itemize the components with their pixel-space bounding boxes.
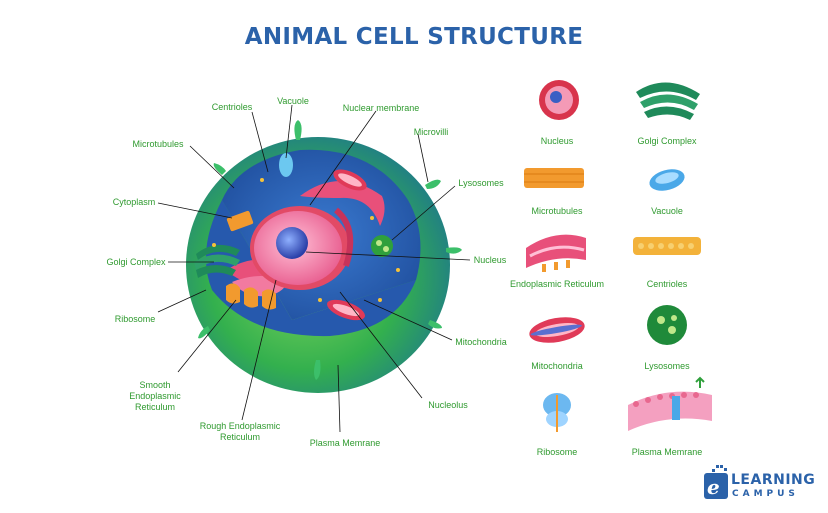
microvilli-group	[198, 120, 462, 380]
plasma-membrane-icon	[628, 376, 712, 431]
golgi-shape	[194, 244, 240, 278]
animal-cell	[186, 120, 462, 393]
mitochondria-shapes	[327, 169, 367, 321]
panel-label-nucleus: Nucleus	[540, 136, 574, 146]
panel-label-ribosome: Ribosome	[536, 447, 578, 457]
ribosome-dots	[212, 178, 400, 302]
label-nucleus: Nucleus	[473, 255, 507, 265]
logo-dots-icon	[712, 465, 727, 472]
logo-line1: LEARNING	[731, 472, 816, 488]
mitochondria-icon	[529, 317, 585, 343]
label-mitochondria: Mitochondria	[455, 337, 507, 347]
label-ribosome: Ribosome	[114, 314, 156, 324]
page-title: ANIMAL CELL STRUCTURE	[244, 24, 584, 50]
golgi-complex-icon	[636, 82, 700, 120]
label-vacuole: Vacuole	[277, 96, 309, 106]
panel-label-golgi-complex: Golgi Complex	[637, 136, 697, 146]
endoplasmic-reticulum-icon	[526, 234, 586, 272]
panel-label-endoplasmic-reticulum: Endoplasmic Reticulum	[509, 279, 605, 289]
label-smooth-er: Smooth Endoplasmic Reticulum	[129, 380, 181, 413]
lysosomes-icon	[647, 305, 687, 345]
panel-label-lysosomes: Lysosomes	[644, 361, 690, 371]
panel-label-centrioles: Centrioles	[646, 279, 688, 289]
vacuole-shape	[279, 153, 293, 177]
vacuole-icon	[649, 169, 685, 191]
label-rough-er-line1: Rough Endoplasmic	[199, 421, 281, 431]
label-lysosomes: Lysosomes	[458, 178, 504, 188]
centrioles-icon	[633, 237, 701, 255]
panel-label-mitochondria: Mitochondria	[531, 361, 583, 371]
label-plasma-membrane: Plasma Memrane	[309, 438, 381, 448]
microtubule-shape	[226, 210, 254, 232]
logo-e-letter: e	[707, 475, 720, 499]
label-rough-er: Rough Endoplasmic Reticulum	[200, 421, 281, 443]
leader-lines	[157, 104, 471, 433]
cytoplasm-lower	[205, 200, 416, 337]
ribosome-icon	[543, 393, 571, 432]
panel-icons	[524, 80, 712, 432]
panel-label-microtubules: Microtubules	[531, 206, 583, 216]
label-cytoplasm: Cytoplasm	[112, 197, 156, 207]
label-nuclear-membrane: Nuclear membrane	[342, 103, 420, 113]
logo-e-box: e	[704, 473, 728, 499]
logo-line2: CAMPUS	[732, 489, 799, 499]
label-centrioles: Centrioles	[211, 102, 253, 112]
microtubules-icon	[524, 168, 584, 188]
label-smooth-er-line3: Reticulum	[134, 402, 175, 412]
label-microtubules: Microtubules	[132, 139, 184, 149]
label-rough-er-line2: Reticulum	[219, 432, 260, 442]
label-microvilli: Microvilli	[413, 127, 449, 137]
elearning-campus-logo: e LEARNING CAMPUS	[704, 465, 816, 505]
label-smooth-er-line2: Endoplasmic	[129, 391, 181, 401]
panel-label-plasma-membrane: Plasma Memrane	[631, 447, 703, 457]
label-smooth-er-line1: Smooth	[139, 380, 171, 390]
label-golgi-complex: Golgi Complex	[106, 257, 166, 267]
panel-label-vacuole: Vacuole	[651, 206, 683, 216]
label-nucleolus: Nucleolus	[428, 400, 468, 410]
nucleus-shape	[250, 206, 354, 290]
nucleus-icon	[539, 80, 579, 120]
nucleolus-shape	[276, 227, 308, 259]
lysosome-shape	[371, 235, 393, 257]
